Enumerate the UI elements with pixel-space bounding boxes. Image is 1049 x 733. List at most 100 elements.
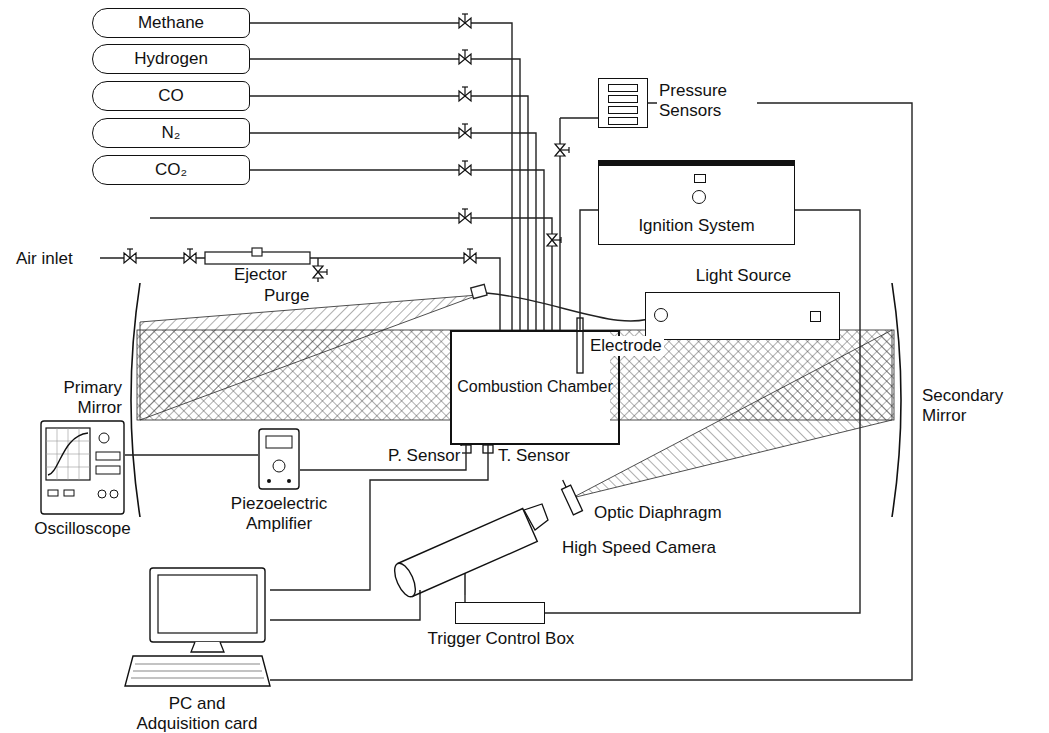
signal-line — [580, 210, 598, 330]
air-pipe — [100, 258, 500, 330]
optic-diaphragm — [558, 478, 582, 515]
drawing-part — [462, 123, 468, 124]
drawing-part — [41, 421, 124, 514]
drawing-part — [46, 428, 90, 480]
drawing-part — [464, 573, 465, 595]
part-label: T. Sensor — [496, 446, 572, 466]
equipment-label: Piezoelectric Amplifier — [213, 494, 345, 533]
part-label: Ejector — [232, 265, 289, 285]
drawing-part — [462, 86, 468, 87]
equipment-box: Trigger Control Box — [455, 602, 545, 624]
drawing-part — [267, 479, 271, 483]
equipment-label: High Speed Camera — [560, 538, 730, 558]
drawing-part — [46, 467, 90, 468]
drawing-part — [131, 678, 264, 679]
drawing-part — [462, 208, 468, 209]
valve-symbol — [555, 144, 569, 156]
equipment-label: Oscilloscope — [20, 519, 145, 539]
signal-line — [300, 445, 466, 470]
gas-name: Methane — [138, 13, 204, 33]
signal-line — [125, 454, 258, 455]
signal-line — [250, 59, 520, 330]
part-label: Primary Mirror — [50, 378, 124, 417]
gas-name: Hydrogen — [134, 49, 208, 69]
signal-line — [270, 103, 912, 680]
drawing-part — [191, 642, 224, 652]
valve-symbol — [459, 50, 471, 64]
valve-symbol — [184, 249, 196, 263]
knob-symbol — [692, 190, 706, 204]
gas-cylinder: CO — [92, 81, 250, 111]
fiber-head — [471, 284, 487, 298]
drawing-part — [326, 269, 327, 275]
drawing-part — [158, 575, 257, 633]
equipment-label: PC and Adquisition card — [127, 694, 267, 733]
part-label: Purge — [262, 286, 311, 306]
signal-line — [250, 23, 512, 330]
drawing-part — [464, 161, 465, 170]
switch-symbol — [694, 174, 706, 183]
primary-mirror — [131, 283, 140, 517]
drawing-part — [150, 568, 265, 642]
valve-symbol — [124, 249, 136, 263]
drawing-part — [48, 433, 88, 475]
valve-symbol — [313, 266, 327, 278]
sensor-pipe — [560, 118, 598, 330]
pc-icon — [125, 568, 270, 690]
drawing-part — [127, 248, 133, 249]
equipment-box: Pressure Sensors — [598, 78, 648, 128]
valve-symbol — [459, 87, 471, 101]
signal-line — [270, 595, 420, 620]
drawing-part — [64, 490, 74, 496]
drawing-part — [462, 13, 468, 14]
valve-symbol — [459, 161, 471, 175]
drawing-part — [318, 271, 327, 272]
valve-symbol — [459, 124, 471, 138]
drawing-part — [135, 664, 260, 665]
drawing-part — [125, 656, 270, 686]
drawing-part — [189, 249, 190, 258]
signal-line — [250, 96, 528, 330]
part-label: P. Sensor — [386, 446, 462, 466]
drawing-part — [266, 436, 292, 448]
drawing-part — [568, 147, 569, 153]
gas-cylinder: CO₂ — [92, 155, 250, 185]
valve-symbol — [547, 234, 561, 246]
drawing-part — [462, 160, 468, 161]
equipment-box: Oscilloscope — [40, 420, 125, 515]
drawing-part — [98, 490, 106, 498]
drawing-part — [524, 504, 548, 530]
drawing-part — [464, 14, 465, 23]
signal-line — [250, 170, 544, 330]
aux-pipe — [150, 218, 552, 330]
gas-name: CO₂ — [155, 160, 187, 180]
ejector-port — [252, 248, 262, 256]
equipment-box: High Speed Camera — [390, 500, 550, 595]
drawing-part — [129, 249, 130, 258]
sensor-slot — [608, 84, 638, 92]
sensor-slot — [608, 117, 638, 125]
sensor-slot — [608, 106, 638, 114]
drawing-part — [562, 485, 583, 515]
drawing-part — [467, 248, 473, 249]
gas-cylinder: Hydrogen — [92, 44, 250, 74]
sensor-slot — [608, 95, 638, 103]
drawing-part — [96, 466, 120, 474]
equipment-label: Pressure Sensors — [657, 81, 757, 120]
equipment-box: PC and Adquisition card — [125, 568, 270, 690]
drawing-part — [552, 239, 561, 240]
drawing-part — [259, 429, 299, 489]
part-label: Electrode — [588, 336, 664, 356]
drawing-part — [560, 237, 561, 243]
drawing-part — [469, 249, 470, 258]
equipment-box: Light Source — [645, 292, 840, 340]
equipment-box: Ignition System — [598, 160, 795, 245]
signal-line — [464, 595, 465, 602]
valve-symbol — [459, 14, 471, 28]
drawing-part — [273, 460, 285, 472]
system-label: Ignition System — [599, 216, 794, 236]
drawing-part — [464, 87, 465, 96]
gas-name: N₂ — [162, 123, 181, 143]
drawing-part — [99, 433, 109, 443]
